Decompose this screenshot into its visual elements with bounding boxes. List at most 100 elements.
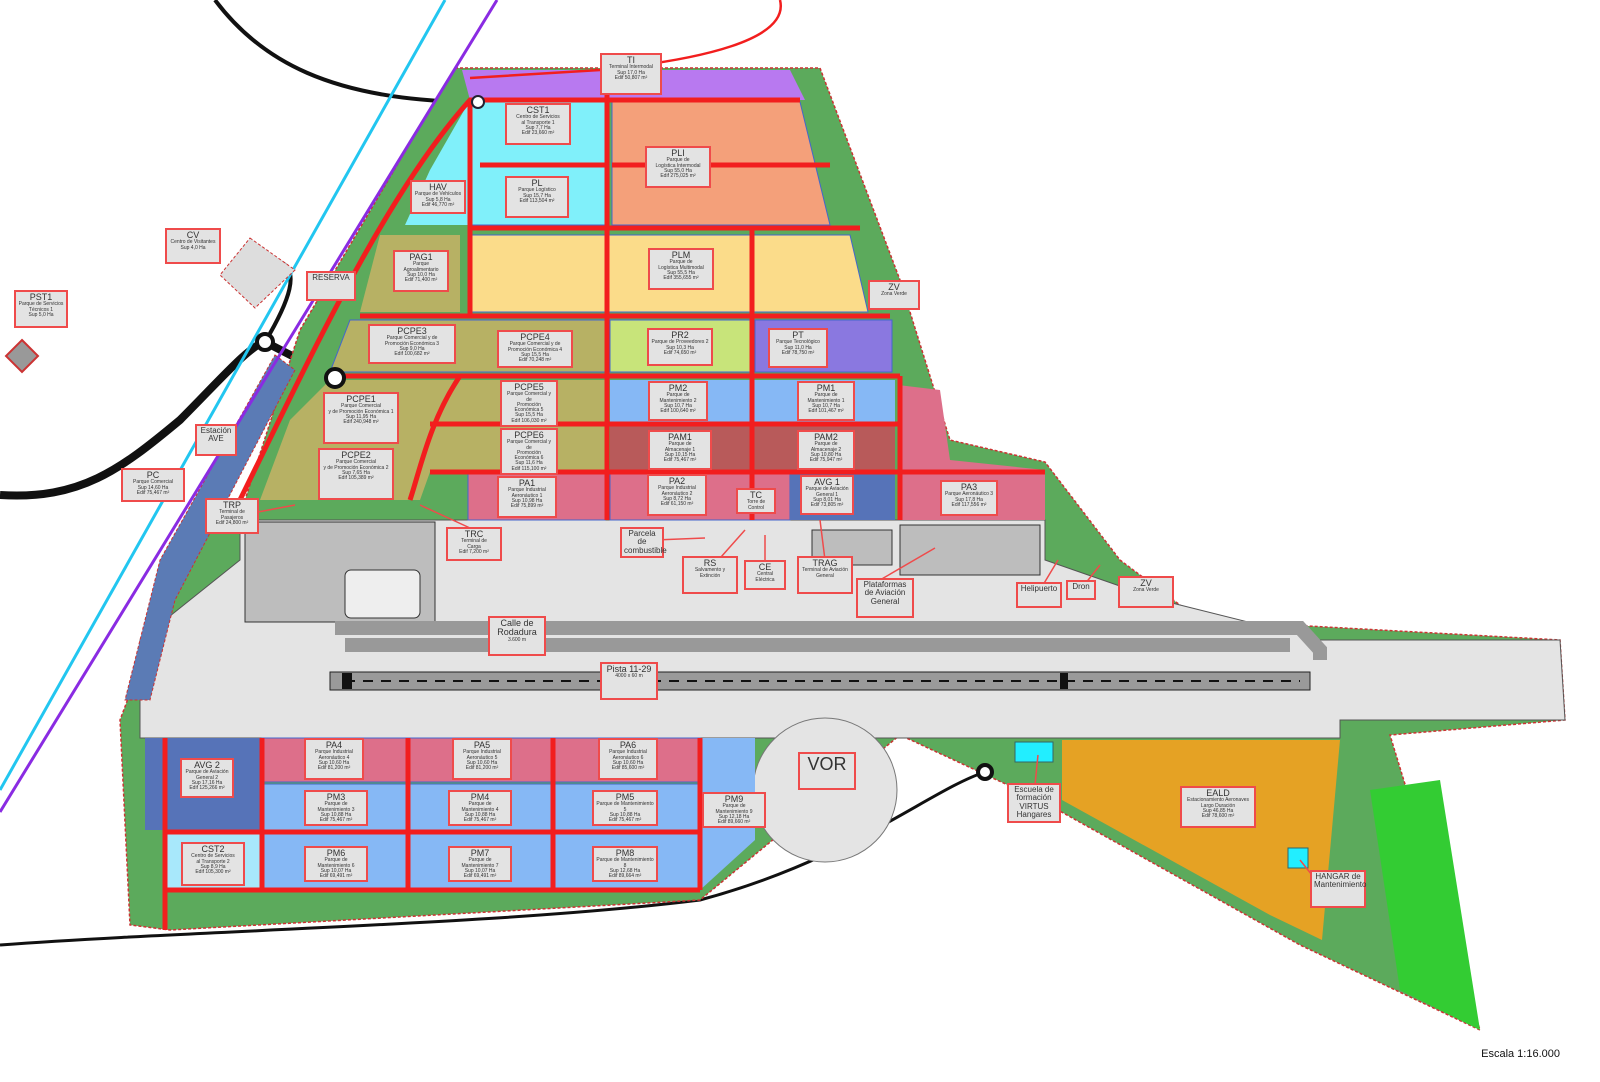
zone-detail: Sup 10,07 Ha <box>320 867 352 874</box>
zone-code: AVG 1 <box>814 477 840 487</box>
zone-code: PL <box>531 178 543 188</box>
zone-detail: Edif 69,491 m² <box>319 873 353 880</box>
zone-detail: Sup 10,7 Ha <box>812 402 840 409</box>
zone-code: PM8 <box>615 848 635 858</box>
zone-detail: Parque Comercial <box>340 403 382 410</box>
zone-detail: Carga <box>467 543 481 550</box>
zone-detail: Edif 78,600 m² <box>1201 813 1235 820</box>
zone-detail: Parque de <box>669 259 693 266</box>
zone-label-escuela-de-formaci-n-virtus-hangares: Escuela de formación VIRTUS Hangares <box>1007 783 1061 823</box>
zone-code: PM3 <box>326 792 346 802</box>
zone-detail: General 2 <box>196 774 218 781</box>
zone-code: TRAG <box>812 558 838 568</box>
zone-detail: Parque Comercial <box>335 459 377 466</box>
zone-code: Pista 11-29 <box>606 664 652 674</box>
zone-detail: Parque Industrial <box>508 487 546 494</box>
zone-detail: Zona Verde <box>881 291 907 298</box>
zone-detail: Logística Intermodal <box>655 162 701 169</box>
zone-detail: Parque Comercial y de <box>507 439 551 451</box>
zone-code: PA4 <box>325 740 343 750</box>
zone-detail: Sup 10,80 Ha <box>810 451 842 458</box>
zone-detail: Promoción Económica 5 <box>514 401 544 414</box>
zone-detail: Parque Logístico <box>518 187 556 194</box>
zone-detail: Parque de Proveedores 2 <box>651 339 709 346</box>
zone-detail: Sup 17,0 Ha <box>617 69 645 76</box>
zone-code: ZV <box>888 282 900 292</box>
zone-code: PLI <box>671 148 685 158</box>
zone-detail: Edif 117,556 m² <box>951 501 987 508</box>
zone-detail: Centro de Servicios <box>516 114 560 121</box>
zone-detail: Parque de <box>666 392 690 399</box>
zone-detail: Parque <box>412 261 430 268</box>
zone-code: PCPE5 <box>514 382 544 392</box>
apron-east <box>899 524 1041 576</box>
zone-detail: Largo Duración <box>1200 802 1236 809</box>
zone-label-reserva: RESERVA <box>306 271 356 301</box>
zone-detail: Terminal Intermodal <box>609 64 653 71</box>
zone-code: Estación AVE <box>200 426 232 444</box>
zone-detail: Aeronáutico 1 <box>511 492 543 499</box>
zone-detail: Parque de Servicios <box>18 301 64 308</box>
zone-detail: Promoción Económica 4 <box>507 346 563 353</box>
zone-detail: Sup 8,72 Ha <box>663 495 691 502</box>
zone-code: PM6 <box>326 848 346 858</box>
south-road <box>0 770 986 947</box>
green-zone-east <box>1370 780 1480 1030</box>
zone-detail: Centro de Visitantes <box>170 239 216 246</box>
zone-detail: Técnicos 1 <box>28 306 54 313</box>
zone-detail: Parque de <box>814 441 838 448</box>
runway-threshold-east <box>1060 673 1068 689</box>
zone-detail: Central Eléctrica <box>755 571 775 583</box>
zone-detail: Sup 14,60 Ha <box>137 484 169 491</box>
zone-code: PM1 <box>816 383 836 393</box>
zone-detail: Promoción Económica 6 <box>514 449 544 462</box>
zone-detail: Parque de Mantenimiento 7 <box>461 857 499 869</box>
zone-detail: Edif 46,770 m² <box>421 201 455 208</box>
zone-detail: Sup 10,60 Ha <box>466 759 498 766</box>
zone-code: PM7 <box>470 848 490 858</box>
zone-code: PAM1 <box>668 432 692 442</box>
zone-code: TC <box>750 490 762 500</box>
zone-code: PA1 <box>518 478 536 488</box>
zone-detail: Parque de Aviación <box>805 486 849 493</box>
zone-detail: Sup 10,7 Ha <box>664 402 692 409</box>
zone-detail: Edif 23,660 m² <box>521 130 555 137</box>
zone-detail: Parque Industrial <box>315 749 353 756</box>
zone-detail: Edif 101,467 m² <box>808 408 844 415</box>
zone-detail: Parque Aeronáutico 3 <box>944 491 994 498</box>
zone-detail: Edif 113,504 m² <box>519 197 555 204</box>
zone-detail: Sup 10,88 Ha <box>464 811 496 818</box>
zone-label-vor: VOR <box>798 752 856 790</box>
zone-detail: Sup 8,9 Ha <box>200 863 226 870</box>
zone-detail: Parque Tecnológico <box>776 339 820 346</box>
zone-detail: Torre de Control <box>746 499 766 511</box>
zone-detail: y de Promoción Económica 1 <box>328 408 394 415</box>
zone-detail: Edif 24,800 m² <box>215 519 249 526</box>
zone-detail: Estacionamiento Aeronaves <box>1187 797 1249 804</box>
zone-detail: Aeronáutico 2 <box>661 490 693 497</box>
zone-detail: Sup 10,88 Ha <box>320 811 352 818</box>
zone-code: PM2 <box>668 383 688 393</box>
zone-detail: Edif 7,200 m² <box>459 548 489 555</box>
zone-detail: Sup 17,8 Ha <box>955 496 983 503</box>
zone-detail: Edif 355,655 m² <box>663 275 699 282</box>
zone-detail: Parque de Mantenimiento 5 <box>596 801 654 813</box>
zone-detail: Edif 75,467 m² <box>319 817 353 824</box>
zone-detail: Aeronáutico 5 <box>466 754 498 761</box>
